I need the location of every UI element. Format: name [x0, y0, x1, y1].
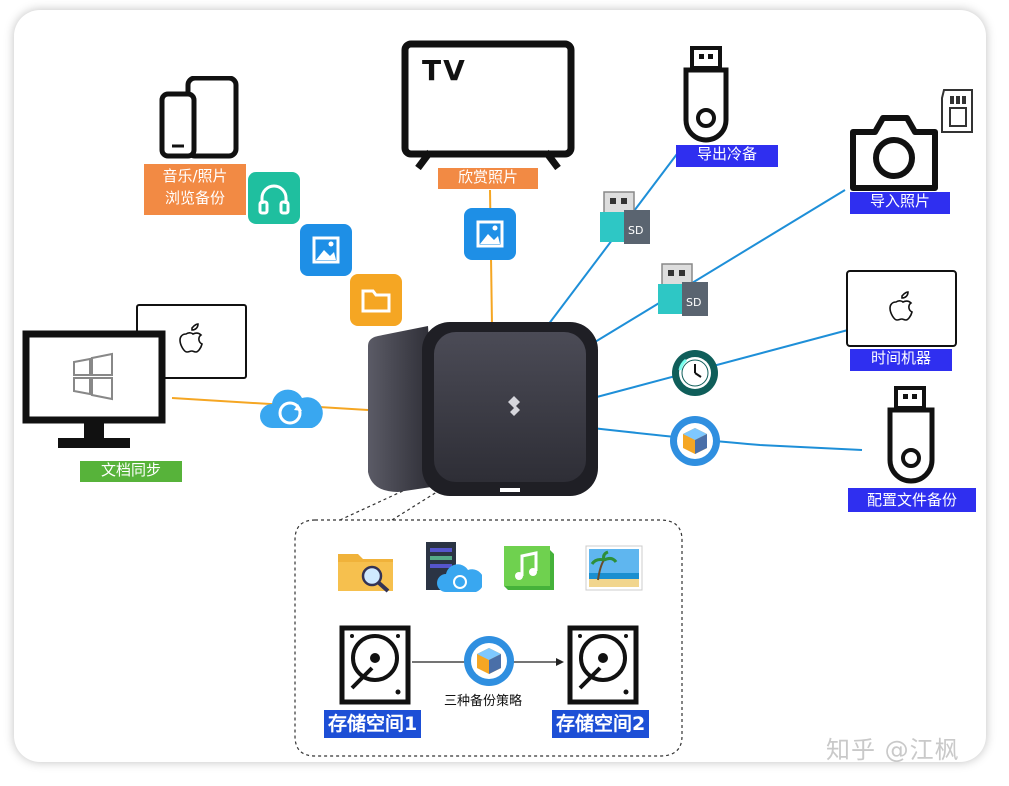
camera-icon	[850, 115, 938, 191]
usb-drive-icon	[683, 46, 729, 143]
cloud-sync-icon	[260, 389, 323, 428]
hard-disk-icon-2	[567, 625, 639, 705]
backup-cube-icon-2	[464, 636, 514, 686]
music-photo-line1: 音乐/照片	[162, 167, 228, 185]
server-cloud-icon	[426, 542, 482, 592]
tv-photos-label: 欣赏照片	[438, 168, 538, 189]
time-machine-icon	[672, 350, 718, 396]
music-icon	[504, 546, 554, 590]
three-backup-strategies-label: 三种备份策略	[444, 694, 523, 709]
sd-label-1: SD	[628, 224, 643, 237]
sd-card-icon	[941, 89, 973, 133]
storage-space-1-label: 存储空间1	[324, 710, 422, 738]
image-icon	[300, 224, 352, 276]
music-photo-line2: 浏览备份	[164, 189, 225, 207]
folder-icon	[350, 274, 402, 326]
windows-monitor-icon	[22, 330, 166, 448]
watermark: 知乎 @江枫	[826, 736, 960, 764]
tv-image-icon	[464, 208, 516, 260]
sd-label-2: SD	[686, 296, 701, 309]
headphones-icon	[248, 172, 300, 224]
backup-cube-icon	[670, 416, 720, 466]
export-cold-backup-label: 导出冷备	[676, 145, 778, 167]
storage-space-2-label: 存储空间2	[552, 710, 650, 738]
folder-search-icon	[338, 554, 393, 593]
tv-icon	[401, 40, 575, 170]
beach-photo-icon	[585, 545, 643, 591]
config-backup-label: 配置文件备份	[848, 488, 976, 512]
nas-device-icon	[368, 322, 598, 496]
import-photos-label: 导入照片	[850, 192, 950, 214]
hard-disk-icon	[339, 625, 411, 705]
tv-text: TV	[422, 54, 467, 87]
doc-sync-label: 文档同步	[80, 461, 182, 482]
phone-tablet-icon	[159, 76, 239, 159]
usb-drive-icon-2	[887, 386, 935, 484]
sd-reader-icon: SD	[600, 191, 650, 244]
sd-reader-icon-2: SD	[658, 263, 708, 316]
music-photo-label: 音乐/照片 浏览备份	[144, 164, 246, 215]
mac-icon	[846, 270, 957, 347]
time-machine-label: 时间机器	[850, 349, 952, 371]
